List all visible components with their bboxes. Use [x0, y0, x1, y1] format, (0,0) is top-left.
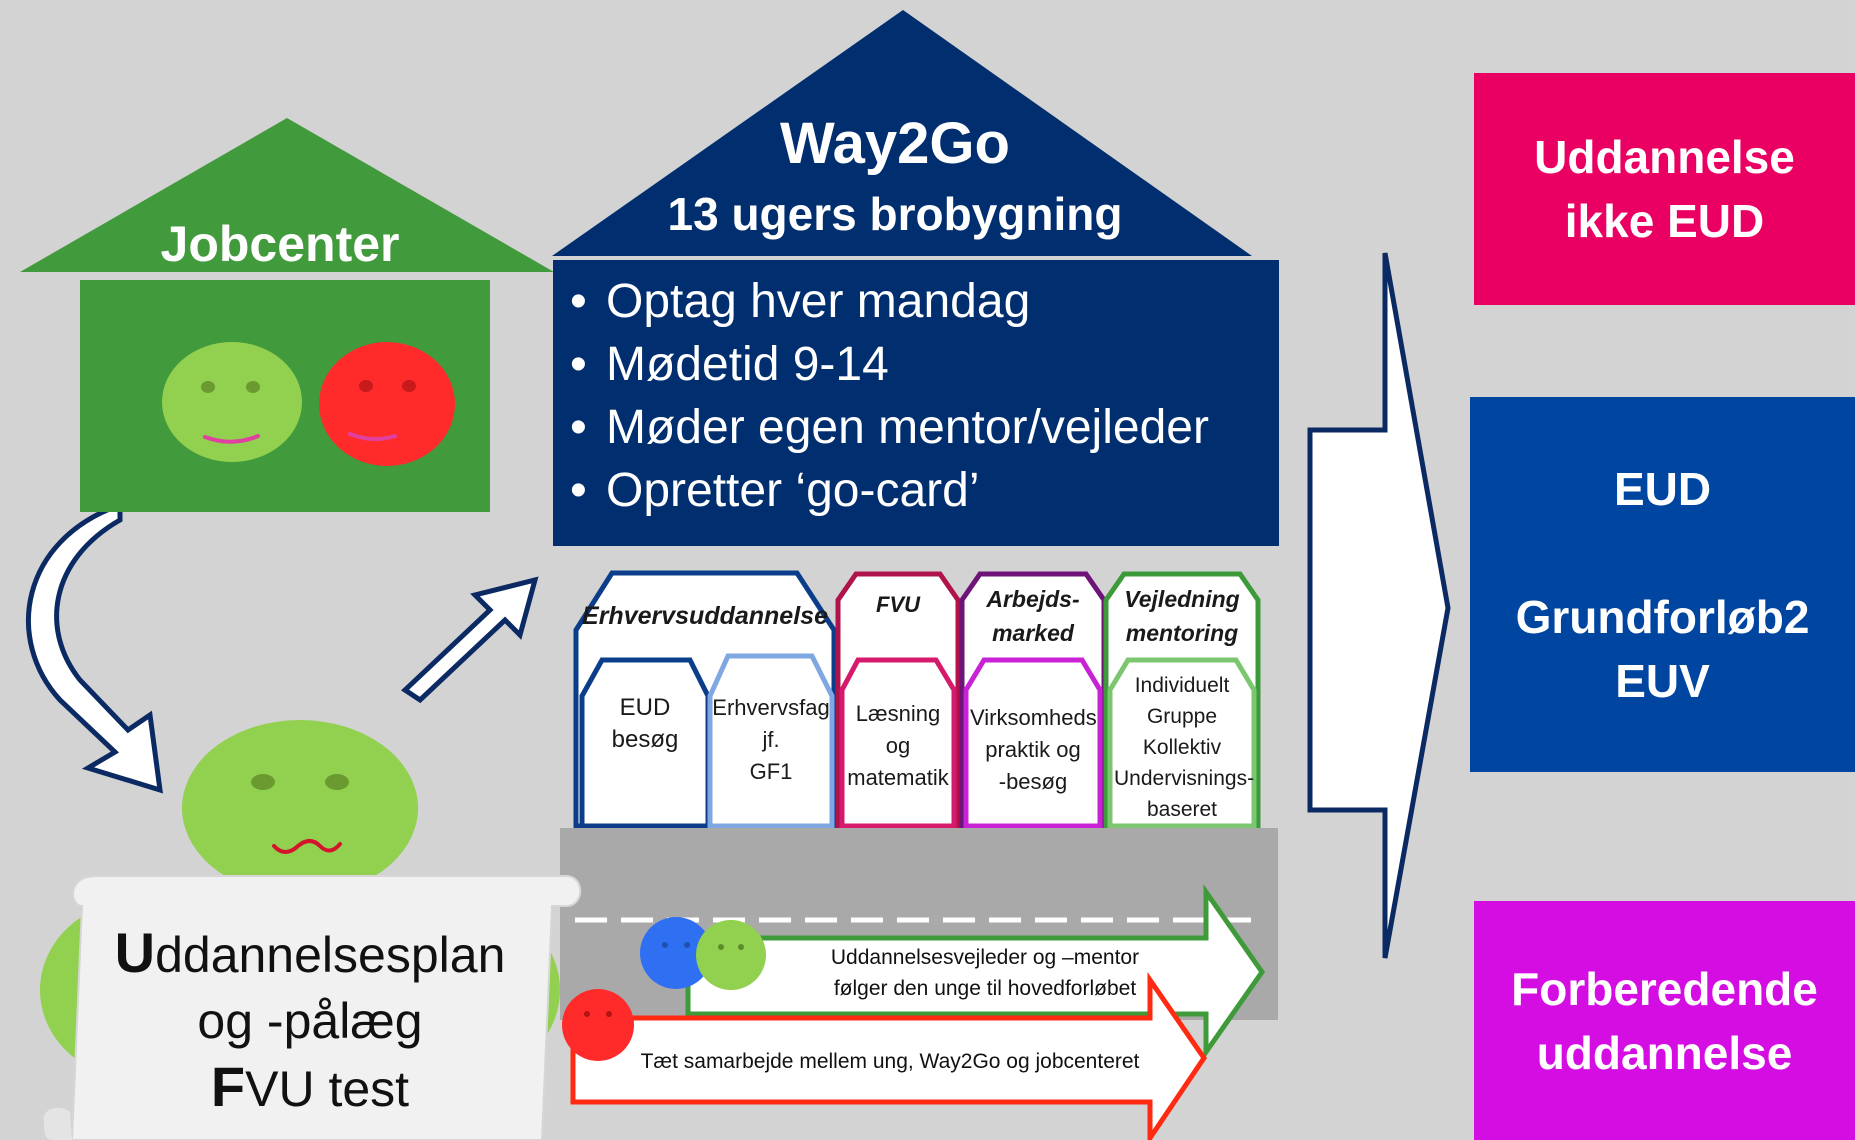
red-arrow [570, 971, 1208, 1140]
plan-line-2: og -pålæg [197, 993, 423, 1049]
plan-line-3: FVU test [80, 1054, 540, 1122]
outcome-bottom-line: uddannelse [1536, 1026, 1793, 1079]
bullet-item: •Opretter ‘go-card’ [570, 464, 980, 517]
category-erhvervsuddannelse-title: Erhvervsuddannelse [582, 602, 828, 630]
outcome-middle-line: Grundforløb2 [1515, 590, 1810, 643]
bullet-text: Mødetid 9-14 [606, 338, 889, 391]
outcome-box-top-bg [1474, 73, 1855, 305]
bullet-item: •Optag hver mandag [570, 275, 1031, 328]
jobcenter-roof [20, 118, 554, 272]
bullet-text: Opretter ‘go-card’ [606, 464, 980, 517]
outcome-box-top: Uddannelse ikke EUD [1474, 73, 1855, 305]
curved-down-arrow [26, 501, 163, 794]
plan-text: Uddannelsesplan og -pålæg FVU test [80, 920, 540, 1122]
bullet-item: •Mødetid 9-14 [570, 338, 889, 391]
green-arrow [685, 884, 1266, 1060]
jobcenter-title: Jobcenter [160, 216, 400, 272]
category-arbejdsmarked-title: Arbejds-marked [986, 586, 1080, 646]
outcome-box-bottom: Forberedende uddannelse [1474, 901, 1855, 1140]
green-arrow-text-line: følger den unge til hovedforløbet [833, 977, 1137, 1000]
smiley-green [162, 342, 302, 462]
plan-line-3-rest: VU test [245, 1061, 410, 1117]
bullet-text: Optag hver mandag [606, 275, 1031, 328]
outcome-top-line: ikke EUD [1564, 195, 1765, 247]
green-arrow-text: Uddannelsesvejleder og –mentor følger de… [790, 942, 1180, 1004]
outcome-bottom-line: Forberedende [1511, 962, 1818, 1015]
up-right-arrow [400, 576, 539, 704]
face-blue [640, 917, 712, 989]
outcome-top-line: Uddannelse [1534, 131, 1795, 183]
big-right-arrow [1307, 252, 1451, 959]
red-arrow-text: Tæt samarbejde mellem ung, Way2Go og job… [640, 1050, 1140, 1073]
scroll [70, 875, 582, 1140]
way2go-body [553, 260, 1279, 546]
way2go-subtitle: 13 ugers brobygning [667, 188, 1123, 240]
bullet-item: •Møder egen mentor/vejleder [570, 401, 1209, 454]
smiley-red [319, 342, 455, 466]
way2go-roof [552, 10, 1252, 256]
plan-initial-u: U [114, 921, 156, 984]
green-arrow-text-line: Uddannelsesvejleder og –mentor [830, 946, 1140, 969]
face-green-small [696, 920, 766, 990]
plan-line-1-rest: ddannelsesplan [155, 927, 506, 983]
way2go-bullet-list: •Optag hver mandag •Mødetid 9-14 •Møder … [570, 270, 1290, 522]
plan-initial-f: F [210, 1055, 246, 1118]
way2go-title: Way2Go [780, 111, 1010, 176]
bullet-text: Møder egen mentor/vejleder [606, 401, 1209, 454]
plan-line-1: Uddannelsesplan [80, 920, 540, 988]
outcome-box-middle-bg [1470, 397, 1855, 772]
outcome-middle-line: EUV [1615, 654, 1710, 707]
outcome-middle-eud: EUD [1613, 462, 1712, 515]
category-fvu-title: FVU [876, 592, 920, 617]
face-red-small [562, 989, 634, 1061]
outcome-box-middle: EUD Grundforløb2 EUV [1470, 397, 1855, 772]
outcome-box-bottom-bg [1474, 901, 1855, 1140]
